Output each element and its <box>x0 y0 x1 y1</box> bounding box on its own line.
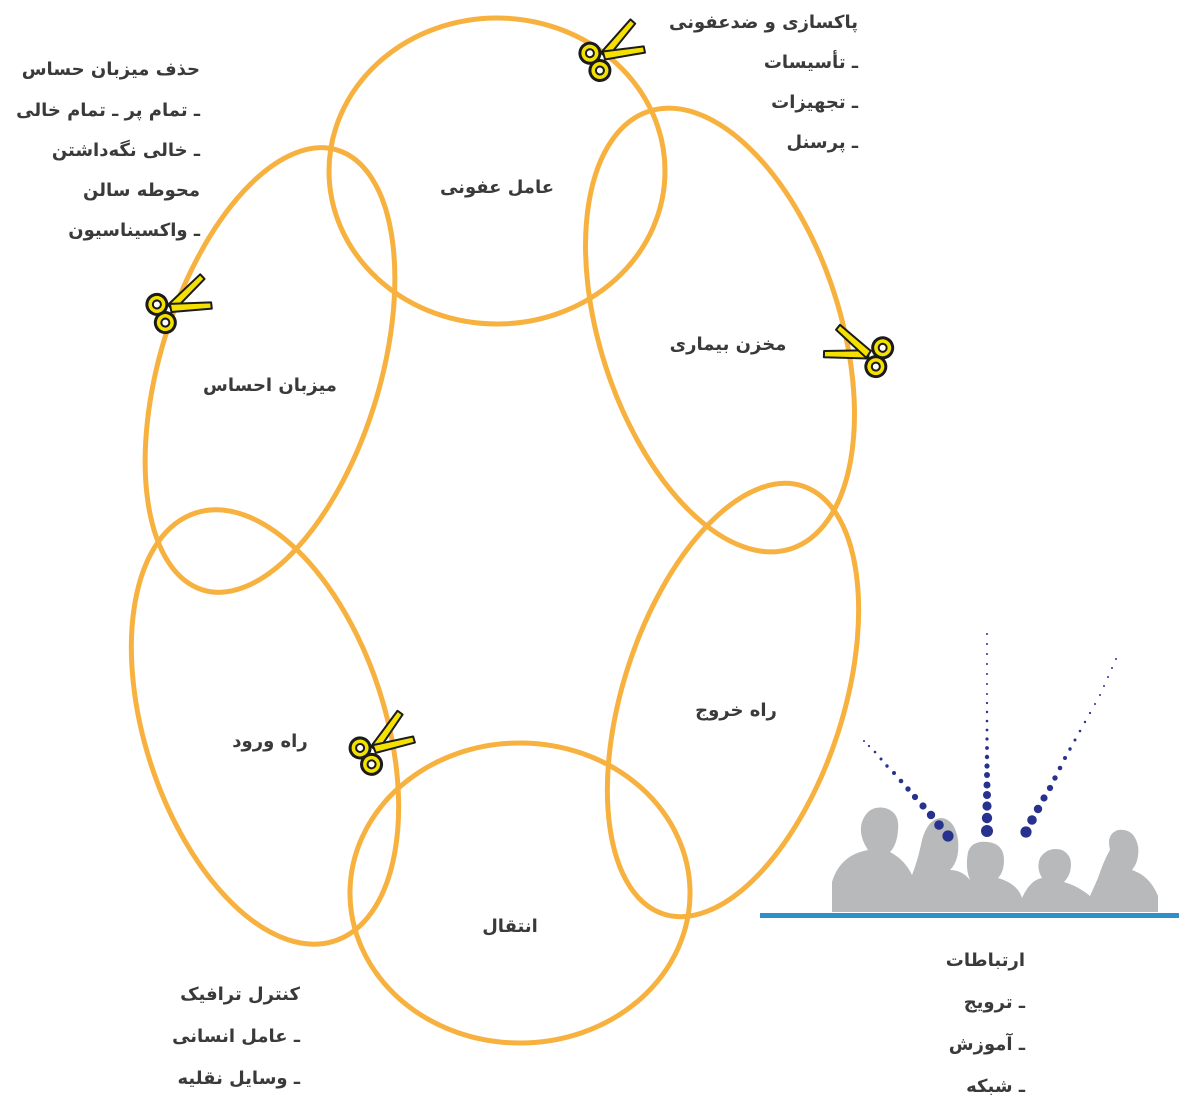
note-line: ـ پرسنل <box>787 132 859 153</box>
note-line: ـ تأسیسات <box>764 50 859 73</box>
baseline <box>760 913 1179 918</box>
note-line: ـ شبکه <box>966 1076 1026 1096</box>
ring-reservoir <box>583 105 857 555</box>
note-host: حذف میزبان حساس ـ تمام پر ـ تمام خالی ـ … <box>16 59 201 241</box>
note-line: ـ ترویج <box>964 992 1026 1013</box>
ring-susceptible-host <box>142 145 398 595</box>
node-susceptible-host: میزبان احساس <box>203 375 337 396</box>
ring-exit-route <box>604 480 862 920</box>
people-silhouette-icon <box>832 807 1158 912</box>
scissors-icon <box>344 707 424 780</box>
note-communication: ارتباطات ـ ترویج ـ آموزش ـ شبکه <box>946 950 1026 1096</box>
ring-infectious-agent <box>326 15 668 327</box>
note-line: حذف میزبان حساس <box>22 59 200 80</box>
note-line: محوطه سالن <box>83 180 200 201</box>
ring-transmission <box>347 740 693 1046</box>
node-entry-route: راه ورود <box>232 731 307 752</box>
note-line: ـ خالی نگه‌داشتن <box>52 139 201 161</box>
ring-entry-route <box>128 507 402 947</box>
node-infectious-agent: عامل عفونی <box>440 177 554 198</box>
signal-dots-icon <box>863 633 1117 842</box>
scissors-icon <box>820 318 897 381</box>
note-line: ـ تمام پر ـ تمام خالی <box>16 100 201 121</box>
note-line: پاکسازی و ضدعفونی <box>669 12 858 33</box>
node-reservoir: مخزن بیماری <box>670 334 787 355</box>
note-traffic: کنترل ترافیک ـ عامل انسانی ـ وسایل نقلیه <box>172 984 301 1089</box>
note-disinfection: پاکسازی و ضدعفونی ـ تأسیسات ـ تجهیزات ـ … <box>669 12 859 153</box>
node-transmission: انتقال <box>482 916 538 937</box>
note-line: ـ وسایل نقلیه <box>178 1068 301 1089</box>
note-line: ـ واکسیناسیون <box>68 220 201 241</box>
node-exit-route: راه خروج <box>695 700 777 721</box>
note-line: ـ تجهیزات <box>771 92 859 113</box>
scissors-icon <box>574 16 654 86</box>
note-line: ـ آموزش <box>949 1032 1026 1055</box>
note-line: ارتباطات <box>946 950 1025 971</box>
note-line: ـ عامل انسانی <box>172 1026 301 1047</box>
scissors-icon <box>142 271 221 338</box>
note-line: کنترل ترافیک <box>180 984 300 1005</box>
